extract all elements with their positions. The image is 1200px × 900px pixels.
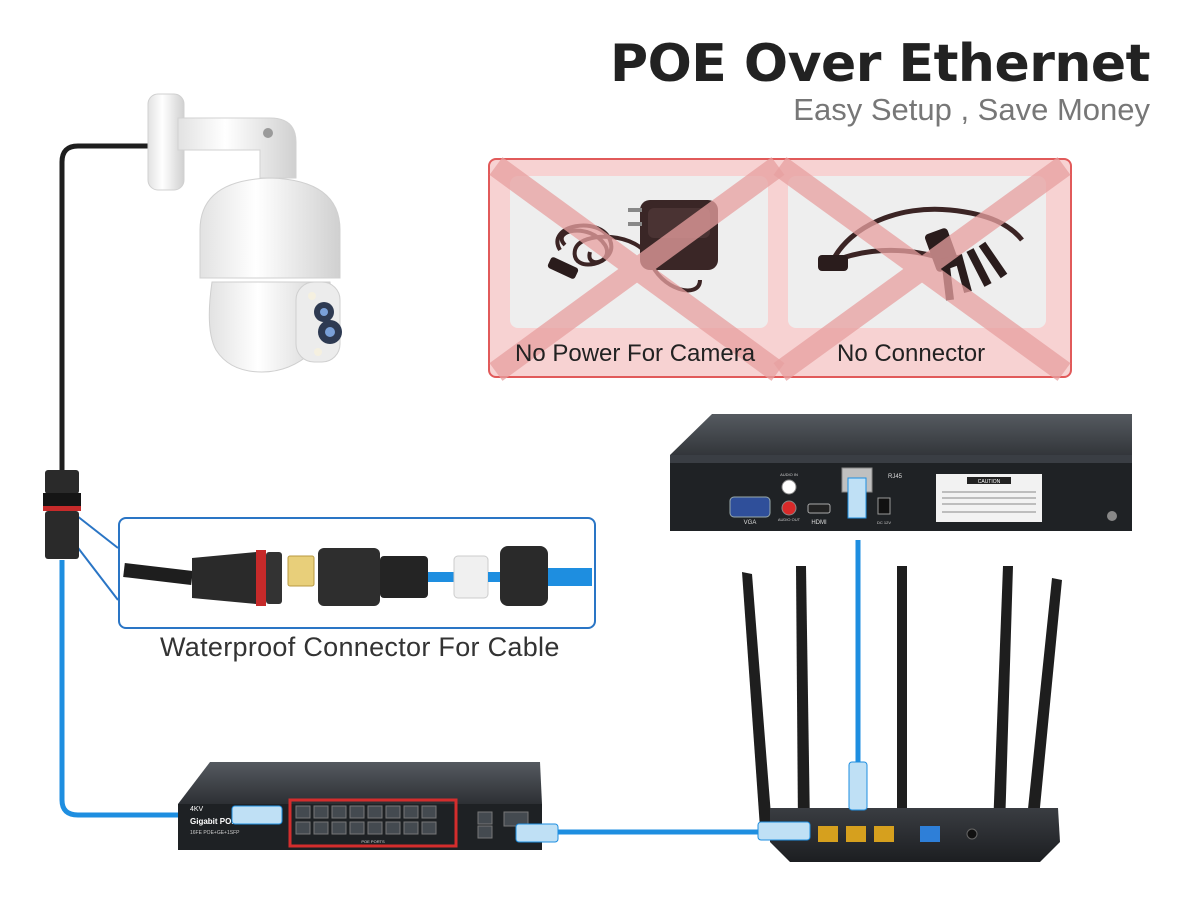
router-rj45-plug: [757, 821, 811, 841]
router-antenna: [742, 572, 772, 828]
waterproof-connector-illustration: [123, 546, 592, 606]
switch-rj45-plug: [515, 823, 559, 843]
dc-power-port: [877, 497, 891, 515]
router-antenna: [897, 566, 907, 828]
router-rj45-plug: [848, 761, 868, 811]
router-antenna: [796, 566, 810, 828]
switch-ports: [295, 805, 529, 839]
switch-model-sub: 16FE POE+GE+1SFP: [190, 830, 240, 836]
camera-power-cable: [59, 143, 152, 480]
not-needed-panels: [489, 157, 1071, 381]
no-connector-caption: No Connector: [837, 340, 986, 367]
inline-waterproof-connector: [43, 470, 81, 559]
ethernet-cable-camera-switch: [59, 560, 245, 818]
page-title: POE Over Ethernet: [609, 34, 1151, 94]
hdmi-port: [807, 503, 831, 514]
switch-model-line: Gigabit POE: [190, 817, 237, 826]
vga-label: VGA: [744, 520, 757, 526]
audio-in-label: AUDIO IN: [780, 472, 798, 477]
wifi-router: [742, 566, 1062, 862]
ptz-camera: [147, 93, 342, 373]
router-lan-port: [818, 826, 838, 842]
router-lan-port: [874, 826, 894, 842]
poe-switch: 4KV Gigabit POE 16FE POE+GE+1SFP POE POR…: [178, 762, 559, 850]
rj45-label: RJ45: [888, 474, 903, 480]
audio-out-label: AUDIO OUT: [778, 517, 801, 522]
router-wan-port: [920, 826, 940, 842]
audio-in-port: [781, 479, 797, 495]
cables: [59, 143, 861, 835]
router-antenna: [1026, 578, 1062, 828]
rj45-plug: [847, 477, 867, 519]
switch-rj45-plug: [231, 805, 283, 825]
router-antenna: [993, 566, 1013, 828]
router-power-port: [966, 828, 978, 840]
audio-out-port: [781, 500, 797, 516]
hdmi-label: HDMI: [811, 520, 827, 526]
switch-brand: 4KV: [190, 806, 204, 813]
page-subtitle: Easy Setup , Save Money: [793, 92, 1150, 127]
poe-port-group: [288, 798, 458, 848]
dc-label: DC 12V: [877, 520, 891, 525]
vga-port: [729, 496, 771, 518]
no-power-caption: No Power For Camera: [515, 340, 756, 367]
nvr-recorder: VGA AUDIO IN AUDIO OUT HDMI RJ45 DC 12V …: [670, 414, 1132, 531]
waterproof-connector-caption: Waterproof Connector For Cable: [160, 632, 560, 662]
caution-label: CAUTION: [978, 479, 1001, 485]
router-lan-port: [846, 826, 866, 842]
poe-ports-label: POE PORTS: [361, 839, 385, 844]
cross-mark-icon: [489, 157, 785, 381]
cross-mark-icon: [773, 157, 1071, 381]
ground-screw-icon: [1107, 511, 1117, 521]
